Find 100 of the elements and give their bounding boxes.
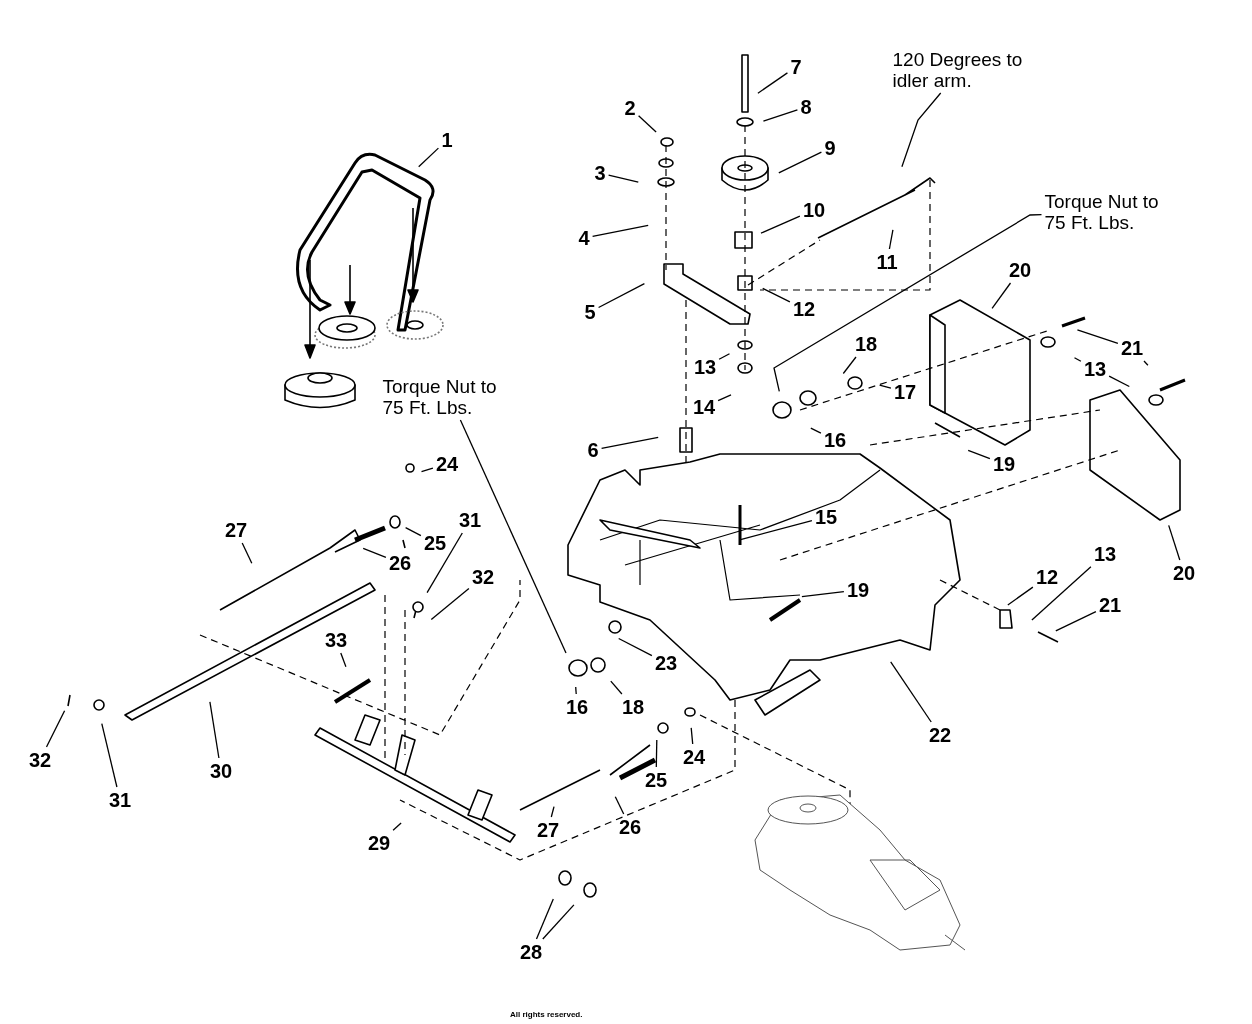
leader-line	[1031, 566, 1092, 621]
leader-line	[878, 384, 892, 389]
callout-number: 15	[814, 506, 838, 528]
leader-line	[718, 353, 731, 360]
leader-line	[209, 701, 220, 759]
callout-number: 30	[209, 760, 233, 782]
leader-line	[45, 710, 66, 748]
callout-number: 26	[388, 552, 412, 574]
note-text: Torque Nut to 75 Ft. Lbs.	[382, 376, 518, 418]
leader-line	[810, 427, 822, 434]
leader-line	[542, 904, 575, 940]
leader-line	[637, 115, 657, 133]
leader-line	[610, 680, 623, 695]
leader-line	[1143, 360, 1149, 366]
callout-number: 24	[682, 746, 706, 768]
leader-line	[426, 532, 463, 594]
callout-number: 9	[824, 137, 836, 159]
leader-line	[597, 282, 646, 309]
leader-line	[655, 739, 658, 768]
leader-line	[418, 147, 440, 168]
callout-number: 19	[846, 579, 870, 601]
callout-number: 20	[1008, 259, 1032, 281]
callout-number: 2	[624, 97, 636, 119]
note-text: 120 Degrees to idler arm.	[892, 49, 1028, 91]
callout-number: 4	[578, 227, 590, 249]
leader-line	[575, 686, 577, 695]
callout-number: 27	[536, 819, 560, 841]
leader-line	[1168, 524, 1181, 561]
callout-number: 23	[654, 652, 678, 674]
callout-number: 12	[1035, 566, 1059, 588]
leader-line	[762, 287, 791, 303]
leader-line	[430, 587, 470, 621]
leader-line	[690, 727, 694, 745]
leader-line	[392, 822, 402, 831]
leader-line	[340, 652, 347, 668]
callout-number: 21	[1098, 594, 1122, 616]
leader-line	[101, 723, 118, 788]
leader-line	[778, 151, 823, 174]
callout-number: 26	[618, 816, 642, 838]
leader-line	[888, 229, 894, 250]
leader-line	[738, 520, 813, 541]
callout-number: 32	[471, 566, 495, 588]
leader-line	[591, 224, 649, 237]
leader-line	[773, 213, 1043, 392]
leader-line	[550, 805, 555, 818]
callout-number: 22	[928, 724, 952, 746]
leader-line	[1076, 329, 1119, 344]
leader-line	[404, 526, 422, 537]
callout-number: 20	[1172, 562, 1196, 584]
callout-number: 28	[519, 941, 543, 963]
leader-line	[1073, 357, 1082, 362]
callout-number: 11	[876, 251, 898, 273]
note-text: Torque Nut to 75 Ft. Lbs.	[1044, 191, 1180, 233]
callout-number: 21	[1120, 337, 1144, 359]
leader-line	[1007, 586, 1034, 606]
callout-number: 12	[792, 298, 816, 320]
callout-number: 10	[802, 199, 826, 221]
leader-line	[967, 449, 991, 460]
callout-number: 5	[584, 301, 596, 323]
callout-number: 6	[587, 439, 599, 461]
callout-number: 27	[224, 519, 248, 541]
callout-number: 25	[644, 769, 668, 791]
leader-line	[901, 92, 942, 168]
callout-number: 14	[692, 396, 716, 418]
leader-line	[420, 467, 434, 473]
leader-line	[600, 436, 659, 449]
leader-line	[459, 419, 567, 654]
callout-number: 7	[790, 56, 802, 78]
leader-line	[1108, 375, 1130, 388]
callout-number: 32	[28, 749, 52, 771]
leader-line	[717, 394, 732, 402]
callout-number: 31	[108, 789, 132, 811]
callout-number: 13	[1093, 543, 1117, 565]
callout-number: 25	[423, 532, 447, 554]
callout-number: 1	[441, 129, 453, 151]
leader-line	[614, 796, 625, 815]
leader-line	[535, 898, 554, 940]
callout-number: 18	[621, 696, 645, 718]
leader-line	[1055, 611, 1097, 632]
callout-number: 29	[367, 832, 391, 854]
callout-number: 19	[992, 453, 1016, 475]
callout-number: 13	[693, 356, 717, 378]
callout-number: 24	[435, 453, 459, 475]
leader-line	[842, 356, 857, 375]
leader-line	[757, 72, 789, 94]
copyright-notice: All rights reserved.	[510, 1010, 583, 1019]
leader-line	[362, 547, 387, 559]
callout-number: 16	[823, 429, 847, 451]
leader-line	[890, 661, 932, 723]
callout-number: 13	[1083, 358, 1107, 380]
leader-line	[991, 282, 1012, 309]
leader-line	[760, 215, 801, 234]
callout-number: 17	[893, 381, 917, 403]
leader-line	[241, 542, 253, 564]
callout-number: 3	[594, 162, 606, 184]
callout-number: 16	[565, 696, 589, 718]
callout-number: 18	[854, 333, 878, 355]
callout-number: 31	[458, 509, 482, 531]
leader-line	[618, 637, 653, 657]
leader-line	[762, 109, 799, 122]
